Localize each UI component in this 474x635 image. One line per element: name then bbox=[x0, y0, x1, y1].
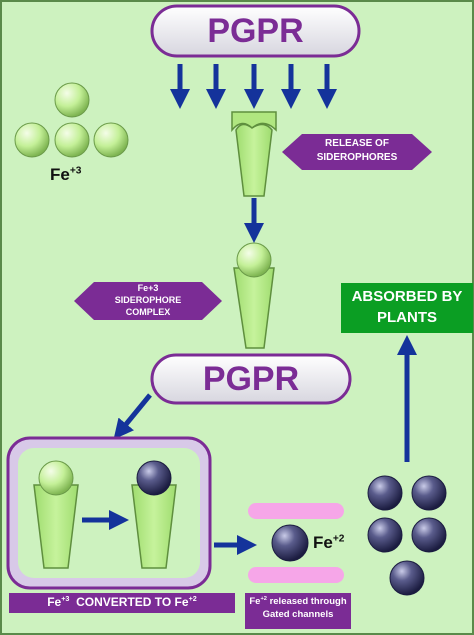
release-channels-prefix: Fe bbox=[249, 596, 261, 607]
ferrous-iron-ball bbox=[367, 475, 403, 511]
ferric-iron-label: Fe+3 bbox=[50, 165, 82, 185]
ferric-iron-ball bbox=[14, 122, 50, 158]
complex-label-line3: COMPLEX bbox=[125, 306, 171, 317]
ferric-iron-charge: +3 bbox=[69, 165, 82, 177]
ferrous-iron-ball bbox=[367, 517, 403, 553]
complex-label-line1: Fe+3 bbox=[137, 283, 159, 293]
release-hexagon bbox=[282, 134, 432, 170]
conversion-label-box bbox=[9, 593, 235, 613]
conversion-label: Fe+3 CONVERTED TO Fe+2 bbox=[9, 594, 235, 609]
ferrous-iron-ball bbox=[411, 517, 447, 553]
absorbed-label-line1: ABSORBED BY bbox=[351, 288, 463, 305]
release-channels-line2: Gated channels bbox=[262, 609, 334, 621]
pgpr-middle-label: PGPR bbox=[202, 360, 300, 398]
release-channels-label: Fe+2 released through Gated channels bbox=[245, 595, 351, 621]
ferric-iron-base: Fe bbox=[50, 165, 70, 184]
ferric-iron-ball bbox=[93, 122, 129, 158]
ferric-iron-ball bbox=[54, 82, 90, 118]
ferric-iron-ball bbox=[54, 122, 90, 158]
complex-hexagon bbox=[74, 282, 222, 320]
gated-channel-top bbox=[248, 503, 344, 519]
ferrous-iron-ball bbox=[411, 475, 447, 511]
gated-channel-bottom bbox=[248, 567, 344, 583]
conversion-ferrous-ball bbox=[136, 460, 172, 496]
ferric-iron-cluster bbox=[14, 82, 129, 158]
pgpr-top-label: PGPR bbox=[207, 12, 304, 50]
release-arrows bbox=[170, 64, 337, 110]
conversion-from-charge: +3 bbox=[61, 594, 70, 603]
absorbed-label: ABSORBED BY PLANTS bbox=[341, 288, 473, 326]
ferrous-iron-cluster bbox=[367, 475, 447, 596]
conversion-middle: CONVERTED TO Fe bbox=[69, 595, 189, 609]
ferrous-iron-charge: +2 bbox=[332, 533, 345, 545]
arrow-to-conversion bbox=[113, 393, 152, 440]
absorbed-box bbox=[341, 283, 473, 333]
ferrous-iron-label: Fe+2 bbox=[313, 533, 345, 553]
complex-label: Fe+3 SIDEROPHORE COMPLEX bbox=[94, 283, 202, 318]
release-label-box bbox=[245, 593, 351, 629]
release-channels-charge: +2 bbox=[260, 595, 267, 602]
pgpr-middle-pill bbox=[150, 353, 352, 405]
complex-iron-ball bbox=[236, 242, 272, 278]
conversion-ferric-ball bbox=[38, 460, 74, 496]
released-ferrous-ball bbox=[271, 524, 309, 562]
release-channels-line1: Fe+2 released through bbox=[245, 595, 351, 607]
ferrous-iron-base: Fe bbox=[313, 533, 333, 552]
release-label-line2: SIDEROPHORES bbox=[316, 152, 398, 163]
release-label-line1: RELEASE OF bbox=[325, 138, 389, 149]
siderophore-complex-body bbox=[233, 267, 275, 349]
siderophore-top bbox=[235, 123, 273, 197]
pgpr-top-pill bbox=[150, 4, 361, 58]
conversion-prefix: Fe bbox=[47, 595, 62, 609]
conversion-to-charge: +2 bbox=[188, 594, 197, 603]
complex-label-line2: SIDEROPHORE bbox=[114, 294, 182, 305]
absorbed-label-line2: PLANTS bbox=[377, 308, 437, 326]
release-label: RELEASE OF SIDEROPHORES bbox=[302, 138, 412, 163]
ferrous-iron-ball bbox=[389, 560, 425, 596]
release-channels-rest: released through bbox=[266, 596, 347, 607]
